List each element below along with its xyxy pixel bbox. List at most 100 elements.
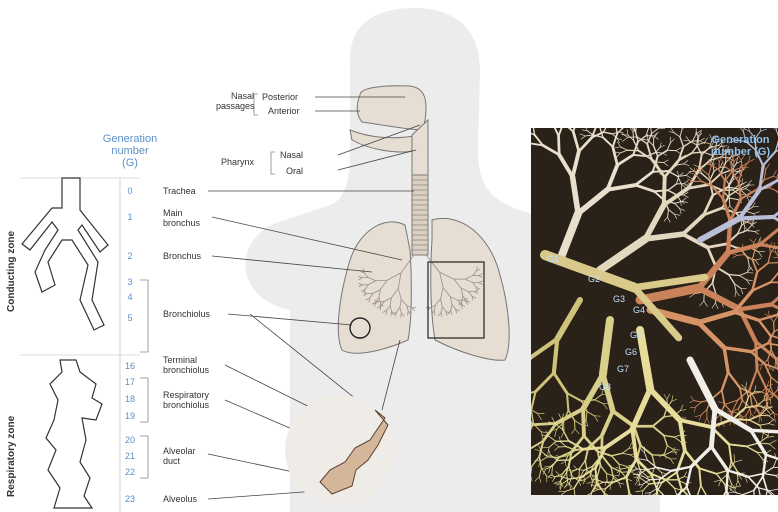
cast-branch: [664, 496, 665, 504]
cast-branch: [566, 102, 571, 103]
cast-branch: [569, 104, 571, 109]
cast-branch: [727, 470, 728, 490]
conducting-zone-label: Conducting zone: [6, 231, 17, 312]
cast-branch: [520, 122, 522, 127]
cast-branch: [730, 505, 732, 512]
cast-branch: [758, 508, 759, 512]
cast-branch: [667, 506, 672, 511]
cast-branch: [553, 113, 555, 123]
cast-branch: [532, 117, 537, 119]
cast-branch: [761, 498, 765, 504]
cast-branch: [556, 441, 569, 442]
cast-branch: [668, 507, 674, 510]
photo-label-g8: G8: [599, 382, 611, 392]
cast-branch: [626, 114, 627, 119]
cast-branch: [603, 111, 607, 115]
photo-label-g6: G6: [625, 347, 637, 357]
cast-branch: [689, 503, 690, 510]
cast-branch: [672, 497, 678, 500]
cast-branch: [570, 98, 571, 103]
nasal-group-label: Nasal: [216, 91, 254, 101]
cast-branch: [599, 106, 603, 109]
cast-branch: [750, 503, 755, 511]
gen-0: 0: [120, 186, 140, 196]
cast-branch: [759, 502, 765, 508]
pharynx-nasal-label: Nasal: [280, 150, 303, 160]
respiratory-bronchiolus-label-2: bronchiolus: [163, 400, 209, 410]
cast-branch: [513, 134, 521, 136]
cast-branch: [664, 496, 672, 497]
alveolar-duct-label: Alveolar duct: [163, 446, 196, 466]
cast-branch: [617, 111, 620, 115]
cast-branch: [649, 479, 660, 480]
cast-branch: [760, 510, 766, 512]
respiratory-airway-schematic: [46, 360, 102, 508]
cast-branch: [729, 198, 730, 206]
cast-branch: [690, 497, 697, 503]
gen-4: 4: [120, 292, 140, 302]
cast-branch: [733, 505, 742, 511]
trachea-label: Trachea: [163, 186, 196, 196]
cast-branch: [697, 497, 698, 505]
main-bronchus-label-2: bronchus: [163, 218, 200, 228]
cast-branch: [558, 100, 561, 105]
gen-19: 19: [120, 411, 140, 421]
cast-branch: [607, 111, 609, 116]
gen-20: 20: [120, 435, 140, 445]
alveolar-duct-label-1: Alveolar: [163, 446, 196, 456]
cast-branch: [631, 122, 632, 127]
cast-branch: [517, 125, 521, 126]
cast-branch: [698, 501, 702, 506]
cast-branch: [710, 503, 719, 507]
cast-branch: [570, 109, 572, 116]
cast-branch: [551, 104, 556, 106]
cast-branch: [540, 122, 545, 123]
cast-branch: [607, 474, 608, 481]
cast-branch: [578, 112, 585, 118]
cast-branch: [734, 502, 739, 505]
cast-branch: [508, 144, 512, 147]
cast-branch: [616, 110, 617, 116]
cast-branch: [592, 108, 596, 111]
respiratory-bronchiolus-label: Respiratory bronchiolus: [163, 390, 209, 410]
cast-branch: [676, 496, 677, 502]
cast-branch: [579, 468, 580, 475]
cast-branch: [692, 500, 700, 507]
cast-branch: [507, 134, 513, 135]
generation-header: Generation number (G): [92, 133, 168, 169]
cast-branch: [507, 147, 511, 150]
cast-branch: [528, 119, 533, 124]
bronchiolus-label: Bronchiolus: [163, 309, 210, 319]
nasal-passages-label: Nasal passages: [216, 91, 254, 111]
cast-branch: [595, 109, 599, 115]
cast-branch: [615, 120, 620, 121]
cast-branch: [561, 101, 565, 105]
cast-branch: [658, 123, 660, 129]
cast-branch: [585, 105, 586, 112]
conducting-airway-schematic: [22, 178, 108, 330]
cast-branch: [519, 143, 529, 147]
cast-branch: [536, 113, 540, 117]
cast-branch: [567, 393, 568, 410]
photo-label-g4: G4: [633, 305, 645, 315]
cast-branch: [534, 423, 557, 424]
cast-branch: [523, 118, 528, 119]
posterior-label: Posterior: [262, 92, 298, 102]
gen-21: 21: [120, 451, 140, 461]
cast-branch: [514, 147, 519, 153]
cast-branch: [616, 116, 618, 124]
cast-branch: [729, 275, 740, 276]
cast-branch: [765, 504, 770, 506]
cast-branch: [592, 111, 597, 113]
cast-branch: [672, 497, 675, 507]
cast-branch: [560, 104, 561, 112]
cast-branch: [689, 497, 692, 505]
cast-branch: [543, 113, 546, 117]
cast-branch: [555, 107, 560, 113]
cast-branch: [706, 505, 709, 512]
cast-branch: [559, 136, 560, 155]
cast-branch: [546, 121, 553, 123]
gen-23: 23: [120, 494, 140, 504]
gen-22: 22: [120, 467, 140, 477]
cast-branch: [677, 496, 682, 500]
